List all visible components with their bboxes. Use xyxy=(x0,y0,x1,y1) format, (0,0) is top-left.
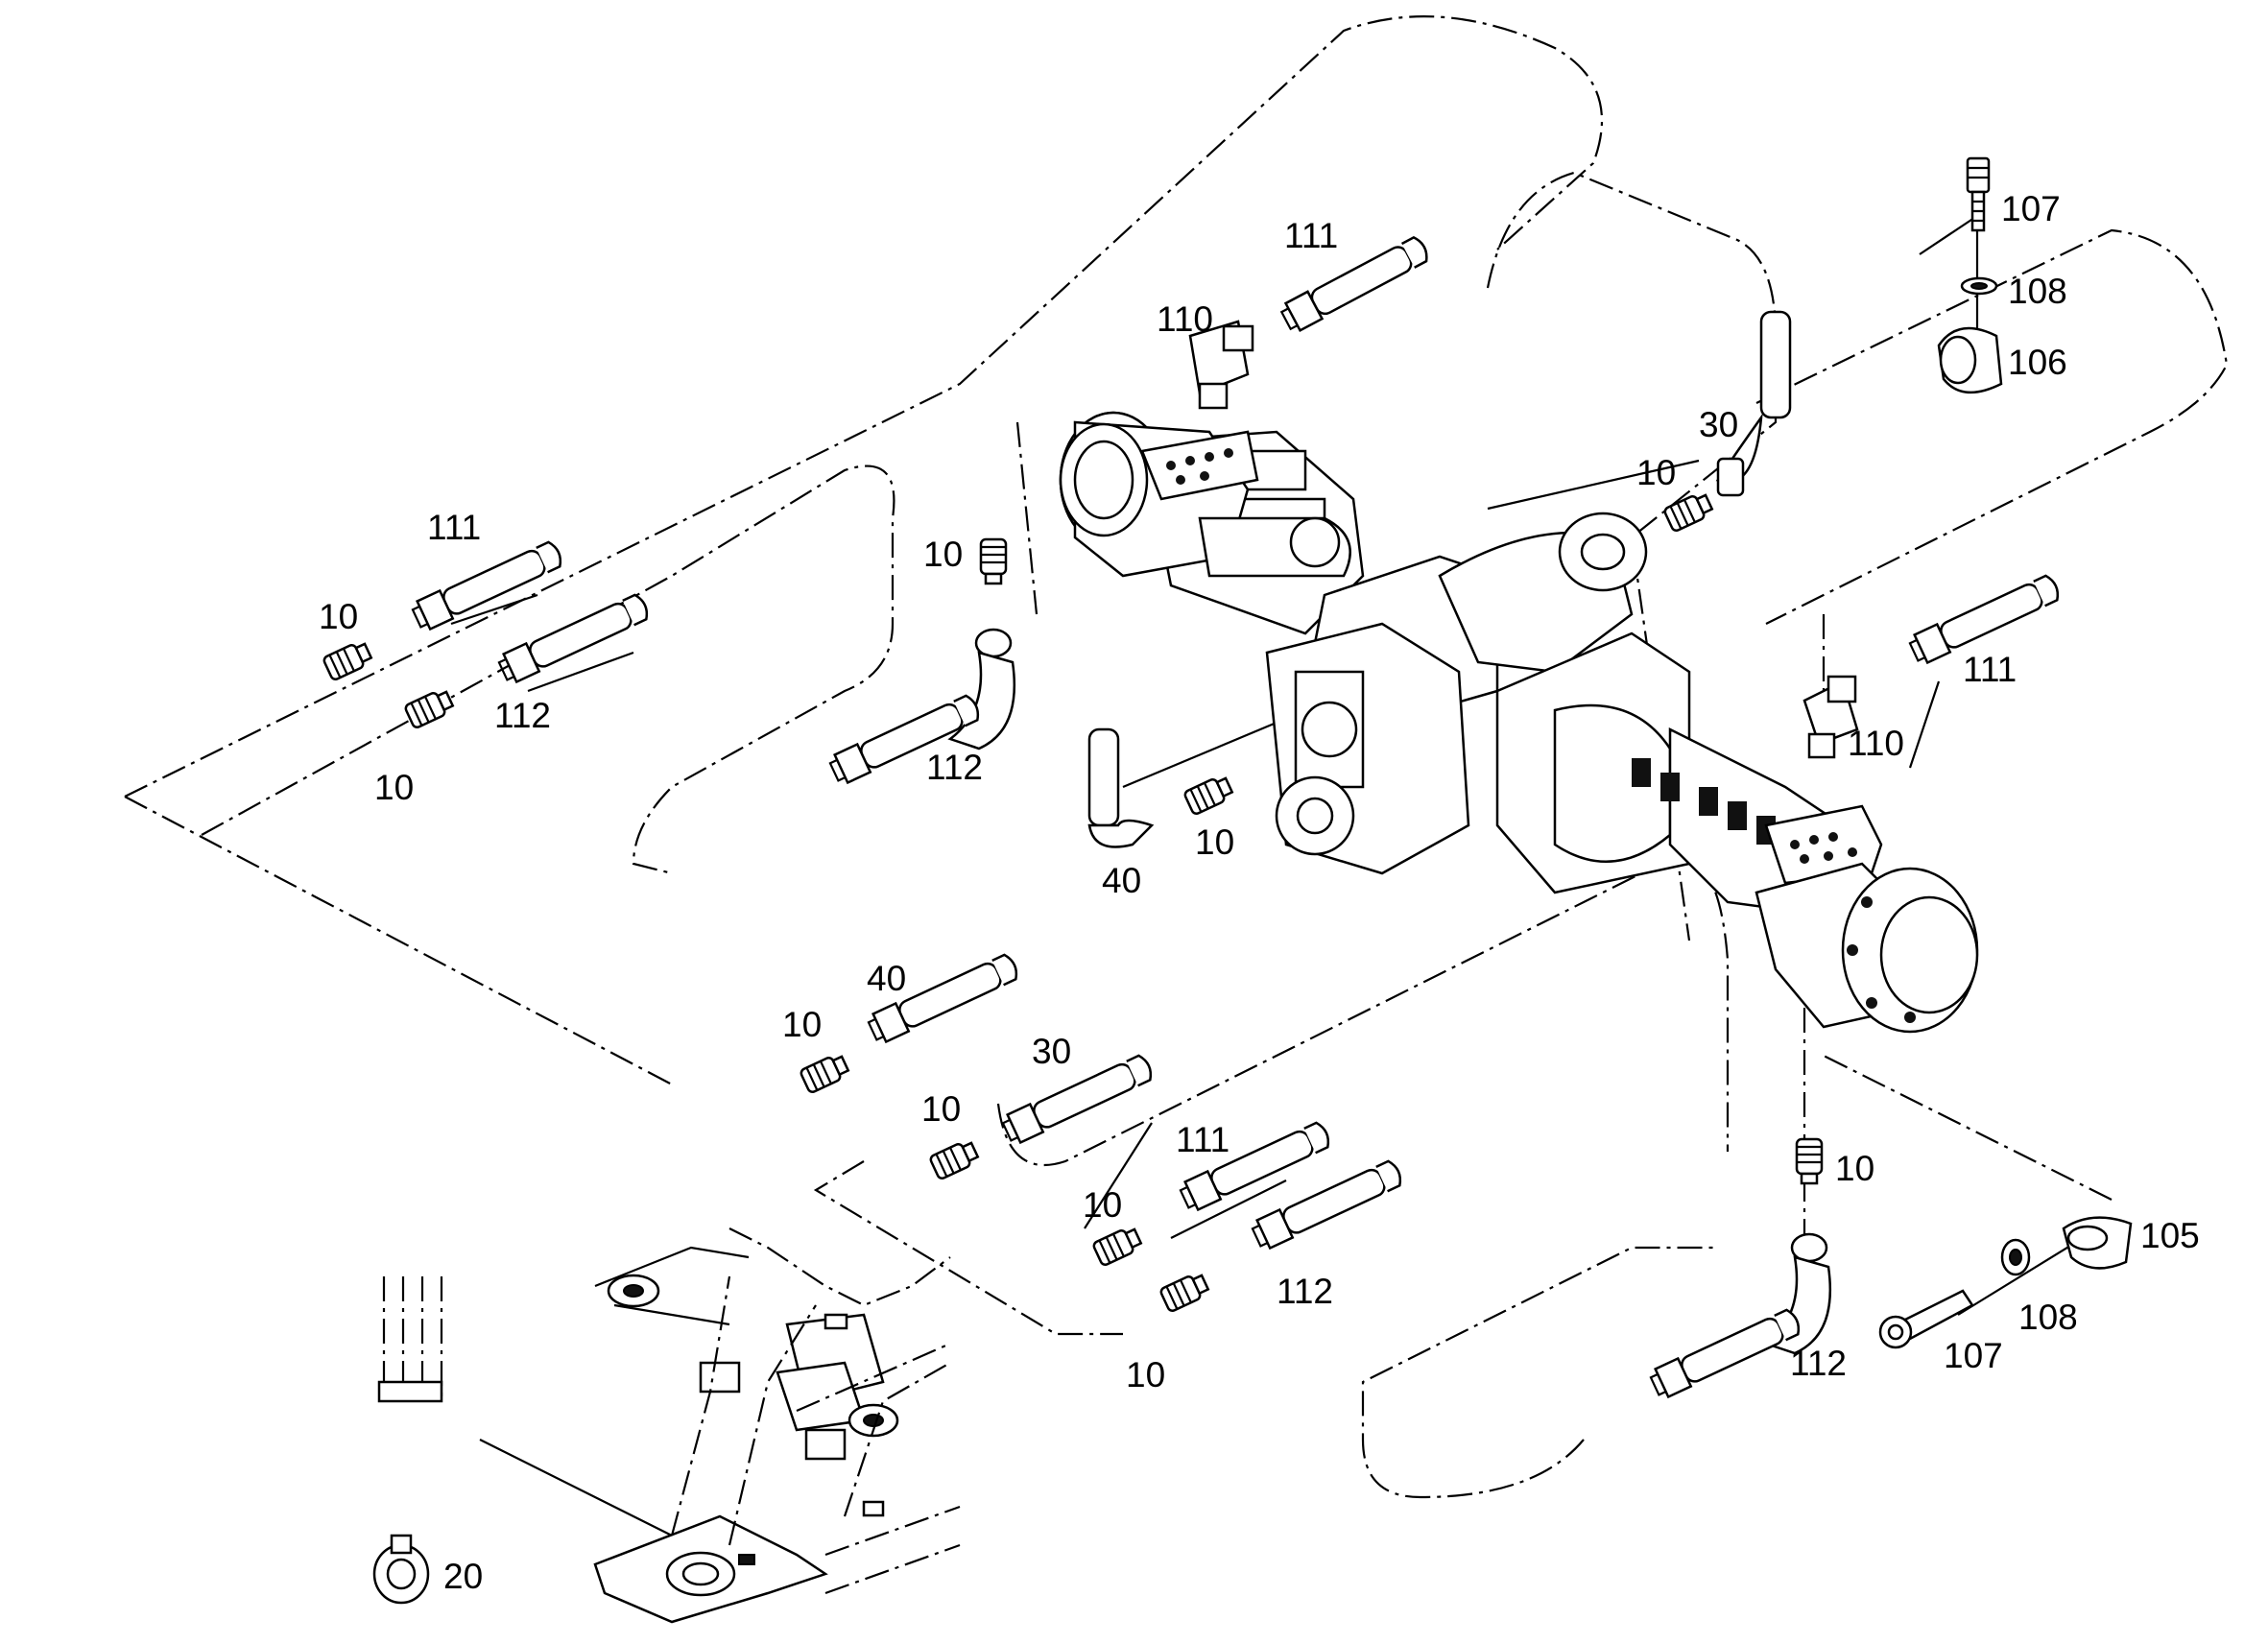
callout-40-lower: 40 xyxy=(867,959,906,998)
callout-107-top: 107 xyxy=(2001,189,2061,228)
callout-112-lower: 112 xyxy=(1277,1272,1333,1311)
callout-110-right: 110 xyxy=(1848,724,1904,763)
callout-111-left: 111 xyxy=(427,508,481,547)
callout-30-lower: 30 xyxy=(1032,1032,1071,1071)
callout-10-lower-a: 10 xyxy=(782,1005,822,1044)
callout-10-left-a: 10 xyxy=(319,597,358,636)
hoses-and-fittings xyxy=(321,232,2064,1402)
callout-10-left-b: 10 xyxy=(374,768,414,807)
axle-housing xyxy=(1059,411,1979,1034)
callout-110-top: 110 xyxy=(1157,299,1213,339)
callout-10-center-left: 10 xyxy=(923,535,963,574)
callout-10-center: 10 xyxy=(1195,822,1234,862)
frame-bracket xyxy=(593,1227,961,1624)
callout-30-top: 30 xyxy=(1699,405,1738,444)
callout-112-left: 112 xyxy=(494,696,551,735)
callout-105: 105 xyxy=(2140,1216,2200,1255)
callout-106: 106 xyxy=(2008,343,2067,382)
callout-108-bottom: 108 xyxy=(2018,1298,2078,1337)
callout-10-top-right: 10 xyxy=(1636,453,1676,492)
callout-112-right-lower: 112 xyxy=(1790,1344,1847,1383)
callout-10-right-lower: 10 xyxy=(1835,1149,1874,1188)
callout-40-center: 40 xyxy=(1102,861,1141,900)
callout-20: 20 xyxy=(443,1557,483,1596)
callout-111-right: 111 xyxy=(1963,650,2017,689)
callout-10-lower-b: 10 xyxy=(921,1089,961,1129)
callout-111-top: 111 xyxy=(1284,216,1338,255)
callout-107-bottom: 107 xyxy=(1944,1336,2003,1375)
callout-111-lower: 111 xyxy=(1176,1120,1229,1159)
callout-10-lower-c: 10 xyxy=(1083,1185,1122,1225)
callout-labels: 111 110 107 108 106 30 10 111 10 10 112 … xyxy=(319,189,2200,1596)
callout-10-lower-d: 10 xyxy=(1126,1355,1165,1394)
callout-112-center: 112 xyxy=(926,748,983,787)
routing-lines xyxy=(124,15,2229,1499)
callout-108-top: 108 xyxy=(2008,272,2067,311)
hardware-parts xyxy=(372,156,2133,1605)
